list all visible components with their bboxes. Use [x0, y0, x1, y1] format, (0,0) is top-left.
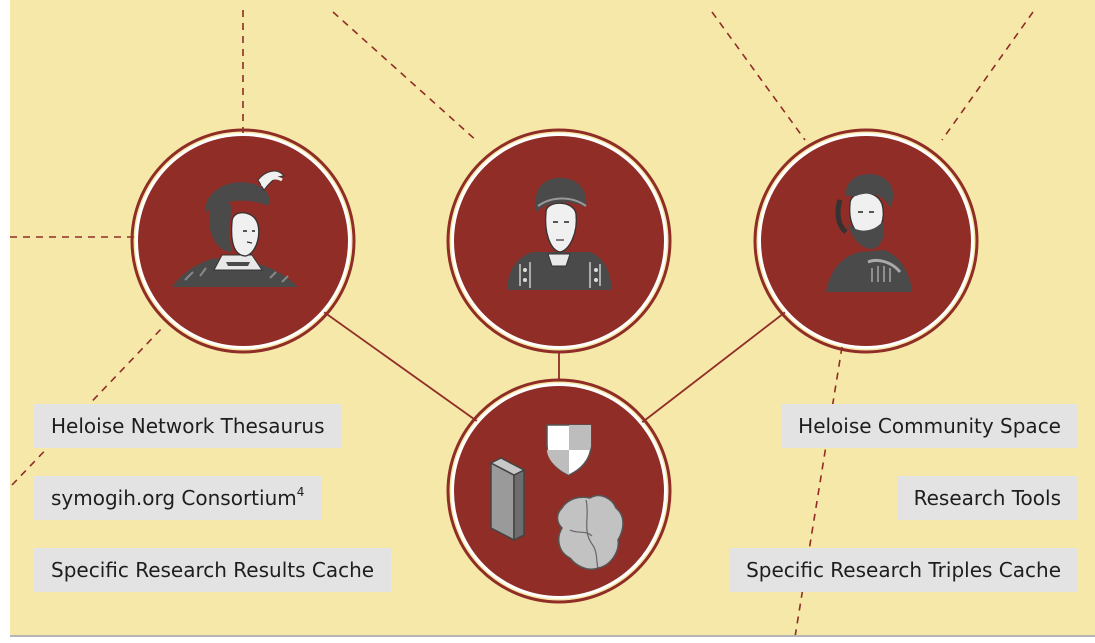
- label-text: symogih.org Consortium: [51, 486, 297, 510]
- node-portrait-plumed-hat: [130, 128, 356, 354]
- shield-icon: [546, 424, 592, 476]
- dashed-line-far-right: [941, 11, 1034, 141]
- dashed-line-top-center: [332, 11, 479, 143]
- label-symogih-consortium: symogih.org Consortium4: [34, 476, 322, 520]
- node-hub-symbols: [446, 378, 672, 604]
- dashed-line-top-right: [711, 11, 806, 141]
- hub-connectors: [306, 299, 789, 425]
- label-research-tools: Research Tools: [896, 476, 1078, 520]
- label-text: Specific Research Results Cache: [51, 558, 375, 582]
- portrait-woman-cap-icon: [507, 177, 612, 290]
- node-portrait-bearded-man: [753, 128, 979, 354]
- label-text: Research Tools: [913, 486, 1061, 510]
- label-heloise-network-thesaurus: Heloise Network Thesaurus: [34, 404, 342, 448]
- label-specific-research-results-cache: Specific Research Results Cache: [34, 548, 392, 592]
- bottom-rule: [10, 635, 1095, 637]
- dashed-line-bottom-right: [794, 346, 843, 638]
- connector-right: [639, 309, 789, 425]
- connector-left: [306, 299, 482, 425]
- footnote-marker: 4: [296, 485, 305, 499]
- node-portrait-woman-cap: [446, 128, 672, 354]
- book-icon: [489, 457, 526, 542]
- portrait-plumed-hat-icon: [172, 170, 298, 287]
- portrait-bearded-man-icon: [826, 174, 912, 292]
- label-text: Heloise Community Space: [798, 414, 1061, 438]
- label-text: Specific Research Triples Cache: [746, 558, 1061, 582]
- map-icon: [556, 494, 624, 570]
- label-heloise-community-space: Heloise Community Space: [781, 404, 1078, 448]
- label-specific-research-triples-cache: Specific Research Triples Cache: [729, 548, 1078, 592]
- label-text: Heloise Network Thesaurus: [51, 414, 325, 438]
